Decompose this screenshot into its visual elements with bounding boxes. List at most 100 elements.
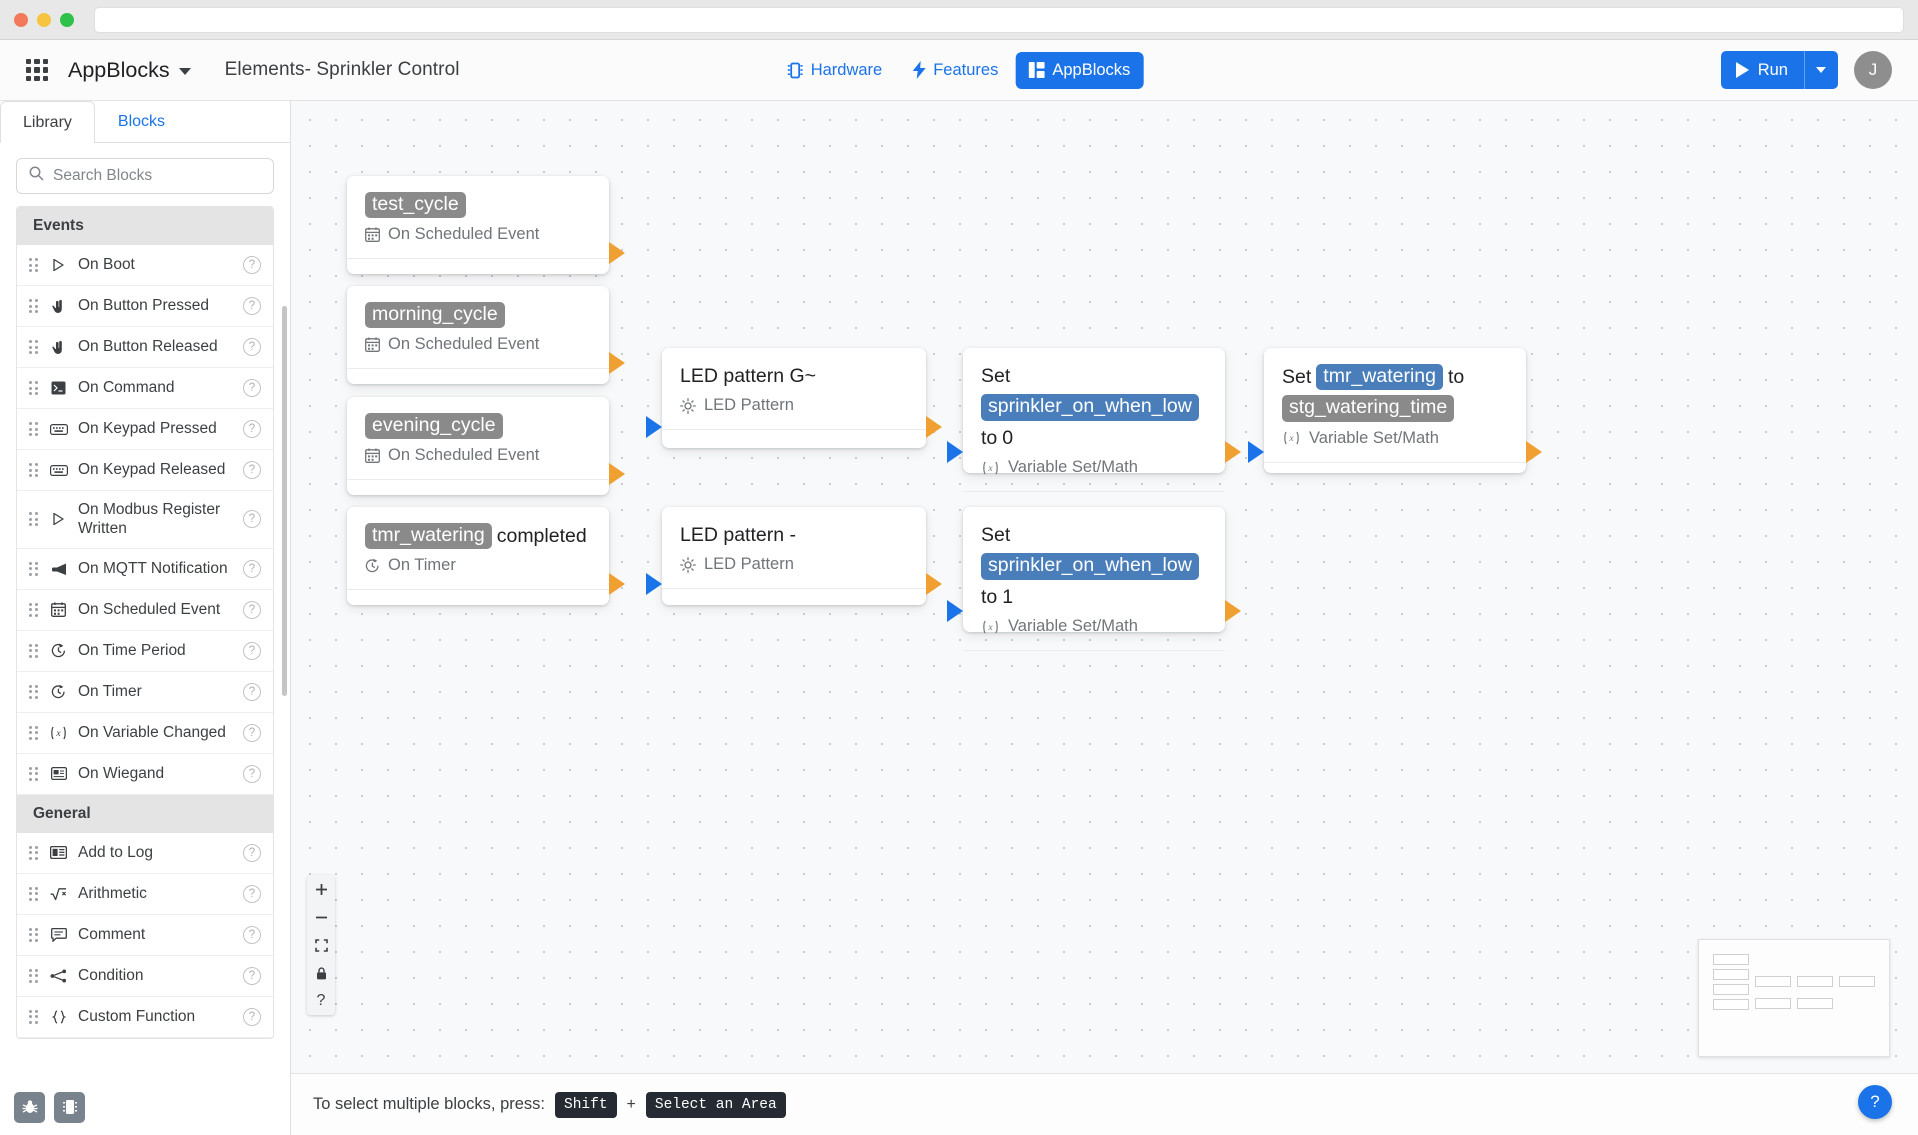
drag-handle-icon[interactable] bbox=[29, 886, 39, 901]
question-mark-icon[interactable]: ? bbox=[243, 966, 261, 985]
block-item-custom-function[interactable]: Custom Function? bbox=[17, 996, 273, 1038]
question-mark-icon[interactable]: ? bbox=[243, 884, 261, 903]
node-input-port[interactable] bbox=[646, 416, 662, 438]
drag-handle-icon[interactable] bbox=[29, 643, 39, 658]
question-mark-icon[interactable]: ? bbox=[243, 843, 261, 862]
canvas-node-led-pattern-dash[interactable]: LED pattern -LED Pattern bbox=[646, 507, 942, 605]
question-mark-icon[interactable]: ? bbox=[243, 379, 261, 397]
node-footer[interactable] bbox=[347, 258, 609, 300]
lock-canvas-button[interactable] bbox=[307, 959, 335, 987]
block-item-on-timer[interactable]: On Timer? bbox=[17, 671, 273, 713]
node-footer[interactable] bbox=[1264, 461, 1526, 504]
node-footer[interactable] bbox=[347, 589, 609, 631]
tab-blocks[interactable]: Blocks bbox=[117, 113, 166, 130]
block-item-on-command[interactable]: On Command? bbox=[17, 368, 273, 409]
canvas-zoom-controls[interactable]: ? bbox=[307, 875, 335, 1015]
canvas-node-led-pattern-g[interactable]: LED pattern G~LED Pattern bbox=[646, 348, 942, 448]
node-output-port[interactable] bbox=[926, 416, 942, 438]
block-item-condition[interactable]: Condition? bbox=[17, 955, 273, 997]
browser-url-bar[interactable] bbox=[94, 6, 1904, 33]
question-mark-icon[interactable]: ? bbox=[243, 559, 261, 578]
drag-handle-icon[interactable] bbox=[29, 561, 39, 576]
block-item-on-mqtt-notification[interactable]: On MQTT Notification? bbox=[17, 548, 273, 590]
node-output-port[interactable] bbox=[1225, 600, 1241, 622]
drag-handle-icon[interactable] bbox=[29, 968, 39, 983]
block-item-comment[interactable]: Comment? bbox=[17, 914, 273, 956]
maximize-window-button[interactable] bbox=[60, 12, 74, 27]
drag-handle-icon[interactable] bbox=[29, 725, 39, 740]
question-mark-icon[interactable]: ? bbox=[243, 461, 261, 479]
run-dropdown-button[interactable] bbox=[1804, 51, 1838, 89]
node-output-port[interactable] bbox=[609, 463, 625, 485]
sidebar-scrollbar[interactable] bbox=[282, 306, 287, 696]
question-mark-icon[interactable]: ? bbox=[243, 641, 261, 660]
node-input-port[interactable] bbox=[947, 600, 963, 622]
node-footer[interactable] bbox=[662, 429, 926, 471]
search-input[interactable] bbox=[53, 167, 261, 185]
question-mark-icon[interactable]: ? bbox=[243, 338, 261, 356]
device-button[interactable] bbox=[54, 1091, 85, 1123]
drag-handle-icon[interactable] bbox=[29, 602, 39, 617]
help-fab-button[interactable]: ? bbox=[1858, 1085, 1892, 1119]
drag-handle-icon[interactable] bbox=[29, 766, 39, 781]
question-mark-icon[interactable]: ? bbox=[243, 682, 261, 701]
brand-menu[interactable]: AppBlocks bbox=[68, 58, 191, 83]
drag-handle-icon[interactable] bbox=[29, 340, 39, 354]
node-input-port[interactable] bbox=[646, 573, 662, 595]
node-footer[interactable] bbox=[662, 588, 926, 630]
node-input-port[interactable] bbox=[1248, 441, 1264, 463]
block-item-on-wiegand[interactable]: On Wiegand? bbox=[17, 753, 273, 795]
question-mark-icon[interactable]: ? bbox=[243, 510, 261, 529]
question-mark-icon[interactable]: ? bbox=[243, 420, 261, 438]
node-output-port[interactable] bbox=[609, 352, 625, 374]
node-output-port[interactable] bbox=[1225, 441, 1241, 463]
close-window-button[interactable] bbox=[14, 12, 28, 27]
block-item-arithmetic[interactable]: Arithmetic? bbox=[17, 873, 273, 915]
node-input-port[interactable] bbox=[947, 441, 963, 463]
block-item-on-button-pressed[interactable]: On Button Pressed? bbox=[17, 286, 273, 327]
search-box[interactable] bbox=[16, 158, 274, 194]
drag-handle-icon[interactable] bbox=[29, 299, 39, 313]
drag-handle-icon[interactable] bbox=[29, 512, 39, 527]
zoom-out-button[interactable] bbox=[307, 903, 335, 931]
node-footer[interactable] bbox=[347, 368, 609, 410]
grid-apps-icon[interactable] bbox=[26, 59, 48, 81]
nav-item-appblocks[interactable]: AppBlocks bbox=[1015, 51, 1144, 89]
node-output-port[interactable] bbox=[609, 242, 625, 264]
node-footer[interactable] bbox=[347, 479, 609, 521]
nav-item-features[interactable]: Features bbox=[899, 52, 1011, 89]
question-mark-icon[interactable]: ? bbox=[243, 1007, 261, 1026]
block-item-on-boot[interactable]: On Boot? bbox=[17, 245, 273, 286]
block-item-add-to-log[interactable]: Add to Log? bbox=[17, 832, 273, 874]
minimize-window-button[interactable] bbox=[37, 12, 51, 27]
block-item-on-modbus-register-written[interactable]: On Modbus Register Written? bbox=[17, 491, 273, 549]
debug-button[interactable] bbox=[14, 1091, 45, 1123]
fit-to-screen-button[interactable] bbox=[307, 931, 335, 959]
question-mark-icon[interactable]: ? bbox=[243, 297, 261, 315]
drag-handle-icon[interactable] bbox=[29, 684, 39, 699]
block-item-on-time-period[interactable]: On Time Period? bbox=[17, 630, 273, 672]
drag-handle-icon[interactable] bbox=[29, 845, 39, 860]
node-footer[interactable] bbox=[963, 491, 1225, 533]
question-mark-icon[interactable]: ? bbox=[243, 764, 261, 783]
nav-item-hardware[interactable]: Hardware bbox=[775, 52, 896, 89]
drag-handle-icon[interactable] bbox=[29, 258, 39, 272]
run-button[interactable]: Run bbox=[1720, 51, 1838, 89]
canvas-minimap[interactable] bbox=[1698, 939, 1890, 1057]
node-output-port[interactable] bbox=[609, 573, 625, 595]
canvas-help-button[interactable]: ? bbox=[307, 987, 335, 1015]
question-mark-icon[interactable]: ? bbox=[243, 925, 261, 944]
drag-handle-icon[interactable] bbox=[29, 1009, 39, 1024]
question-mark-icon[interactable]: ? bbox=[243, 600, 261, 619]
